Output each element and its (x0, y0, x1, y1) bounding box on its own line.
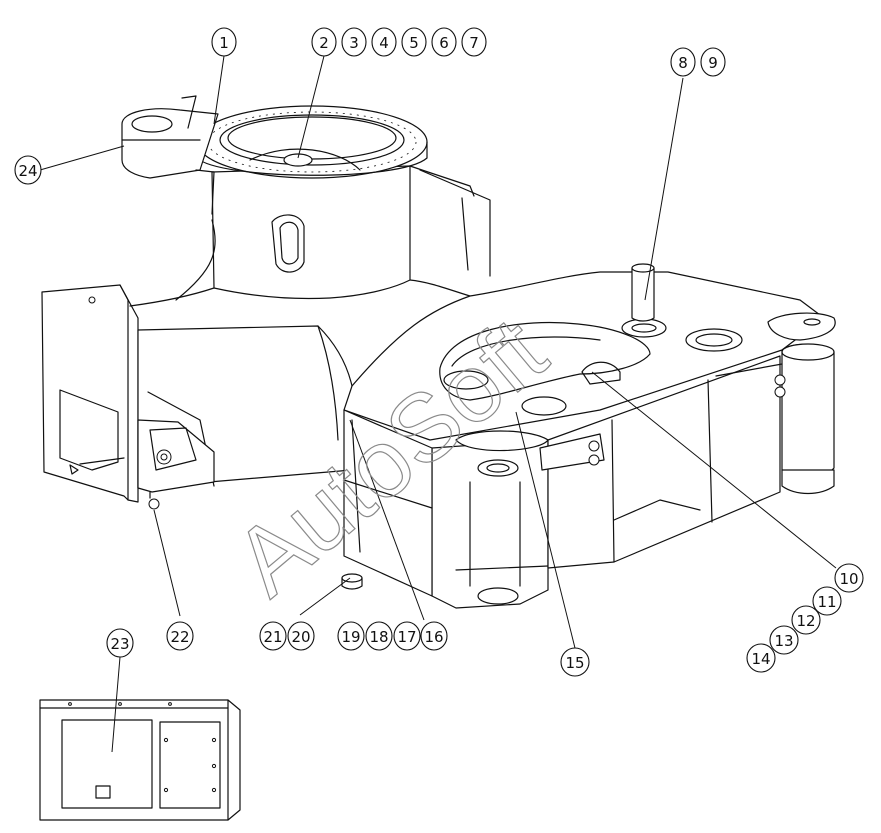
callout-16: 16 (420, 621, 448, 651)
callout-9: 9 (700, 47, 726, 77)
lube-fitting (148, 498, 160, 510)
svg-text:21: 21 (263, 628, 282, 646)
callout-4: 4 (371, 27, 397, 57)
callout-7: 7 (461, 27, 487, 57)
svg-text:5: 5 (409, 34, 419, 52)
callout-2: 2 (311, 27, 337, 57)
svg-text:8: 8 (678, 54, 688, 72)
svg-text:22: 22 (170, 628, 189, 646)
callout-12: 12 (791, 605, 821, 635)
callout-14: 14 (746, 643, 776, 673)
center-bore (283, 153, 313, 167)
callout-20: 20 (287, 621, 315, 651)
svg-text:12: 12 (796, 612, 815, 630)
svg-text:16: 16 (424, 628, 443, 646)
callout-17: 17 (393, 621, 421, 651)
leader-lines (39, 55, 837, 753)
svg-text:7: 7 (469, 34, 479, 52)
svg-text:11: 11 (817, 593, 836, 611)
vertical-pin (631, 267, 655, 322)
svg-text:9: 9 (708, 54, 718, 72)
callout-22: 22 (166, 621, 194, 651)
svg-text:20: 20 (291, 628, 310, 646)
svg-text:19: 19 (341, 628, 360, 646)
callout-8: 8 (670, 47, 696, 77)
callout-18: 18 (365, 621, 393, 651)
gusset-bracket (137, 419, 215, 493)
callout-group: 1 2 3 4 5 6 7 8 9 10 11 12 13 14 15 16 1… (14, 27, 864, 677)
svg-text:24: 24 (18, 162, 37, 180)
svg-text:13: 13 (774, 632, 793, 650)
callout-21: 21 (259, 621, 287, 651)
frame-drawing (41, 95, 836, 609)
svg-text:3: 3 (349, 34, 359, 52)
callout-24: 24 (14, 155, 42, 185)
svg-text:14: 14 (751, 650, 770, 668)
svg-text:10: 10 (839, 570, 858, 588)
callout-10: 10 (834, 563, 864, 593)
callout-1: 1 (211, 27, 237, 57)
svg-text:6: 6 (439, 34, 449, 52)
svg-text:18: 18 (369, 628, 388, 646)
svg-text:23: 23 (110, 635, 129, 653)
callout-15: 15 (560, 647, 590, 677)
callout-5: 5 (401, 27, 427, 57)
svg-text:2: 2 (319, 34, 329, 52)
callout-3: 3 (341, 27, 367, 57)
access-cover-plate (39, 699, 241, 821)
callout-19: 19 (337, 621, 365, 651)
svg-text:4: 4 (379, 34, 389, 52)
svg-text:17: 17 (397, 628, 416, 646)
svg-text:1: 1 (219, 34, 229, 52)
callout-13: 13 (769, 625, 799, 655)
callout-11: 11 (812, 586, 842, 616)
turntable-column (211, 165, 411, 300)
callout-23: 23 (106, 628, 134, 658)
callout-6: 6 (431, 27, 457, 57)
svg-text:15: 15 (565, 654, 584, 672)
